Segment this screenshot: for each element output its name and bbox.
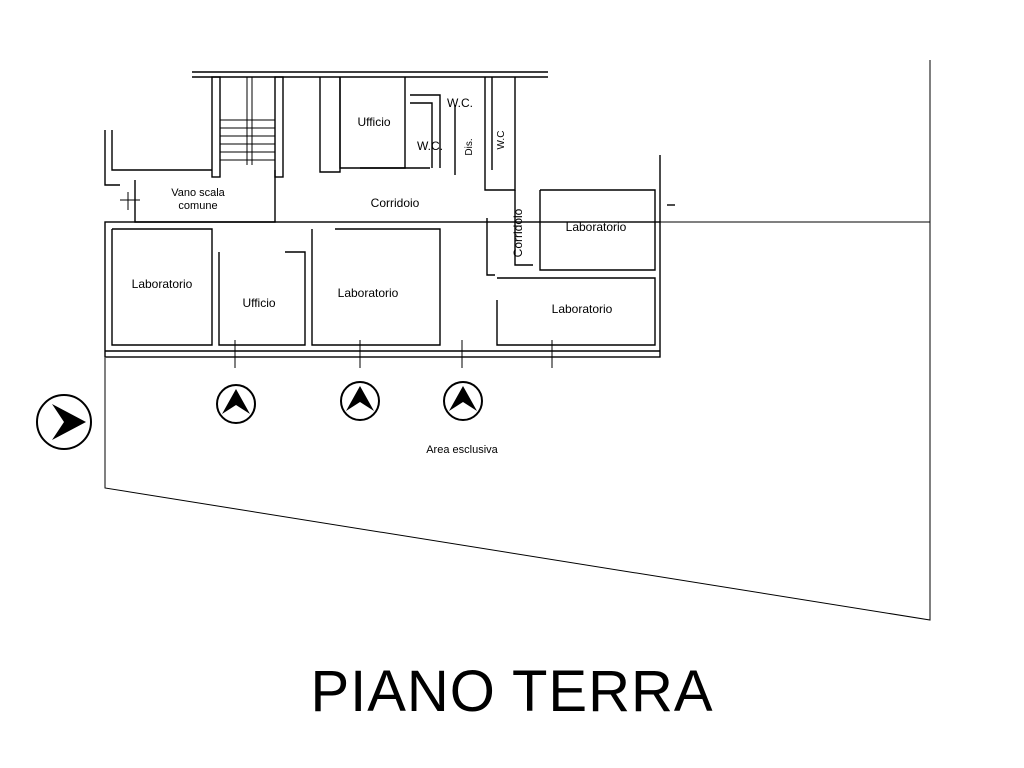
- area-boundary: [104, 60, 931, 621]
- room-label-dis: Dis.: [464, 138, 475, 155]
- plan-title: PIANO TERRA: [310, 659, 714, 724]
- room-label-laboratorio-right-top: Laboratorio: [566, 220, 627, 234]
- room-label-laboratorio-center: Laboratorio: [338, 286, 399, 300]
- room-label-ufficio-bottom: Ufficio: [242, 296, 275, 310]
- room-label-wc-3: W.C: [496, 131, 507, 150]
- room-label-laboratorio-right-bottom: Laboratorio: [552, 302, 613, 316]
- north-arrow-icon: [443, 381, 483, 421]
- north-arrow-icon: [340, 381, 380, 421]
- room-label-vano-scala-line1: Vano scala: [171, 187, 225, 199]
- entrance-arrow-icon: [36, 394, 92, 450]
- room-label-wc-2: W.C.: [417, 139, 443, 153]
- room-label-wc-1: W.C.: [447, 96, 473, 110]
- room-labels: Vano scala comune Ufficio W.C. W.C. W.C …: [132, 96, 627, 456]
- room-label-corridoio-main: Corridoio: [371, 196, 420, 210]
- north-arrow-icon: [216, 384, 256, 424]
- room-label-laboratorio-left: Laboratorio: [132, 277, 193, 291]
- room-label-area-esclusiva: Area esclusiva: [426, 444, 498, 456]
- building-walls: [104, 71, 675, 368]
- room-label-vano-scala-line2: comune: [178, 200, 217, 212]
- room-label-ufficio-top: Ufficio: [357, 115, 390, 129]
- room-label-corridoio-side: Corridoio: [511, 208, 525, 257]
